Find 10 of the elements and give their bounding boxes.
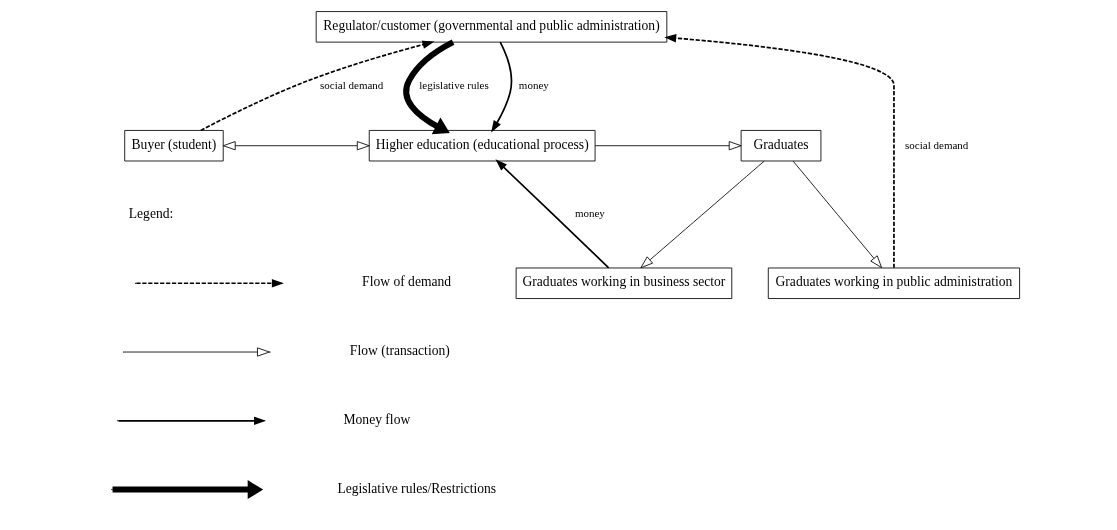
legend-label: Legislative rules/Restrictions [336, 480, 496, 496]
edge-label: social demand [904, 138, 968, 151]
edge-label: money [574, 207, 605, 220]
legend-label: Flow of demand [361, 274, 451, 290]
edge-label: money [518, 79, 549, 92]
legend-label: Flow (transaction) [349, 343, 450, 359]
edge-label: legislative rules [418, 79, 489, 92]
legend-label: Money flow [343, 412, 410, 428]
label: Legend: [128, 205, 173, 221]
edge-label: social demand [319, 79, 383, 92]
